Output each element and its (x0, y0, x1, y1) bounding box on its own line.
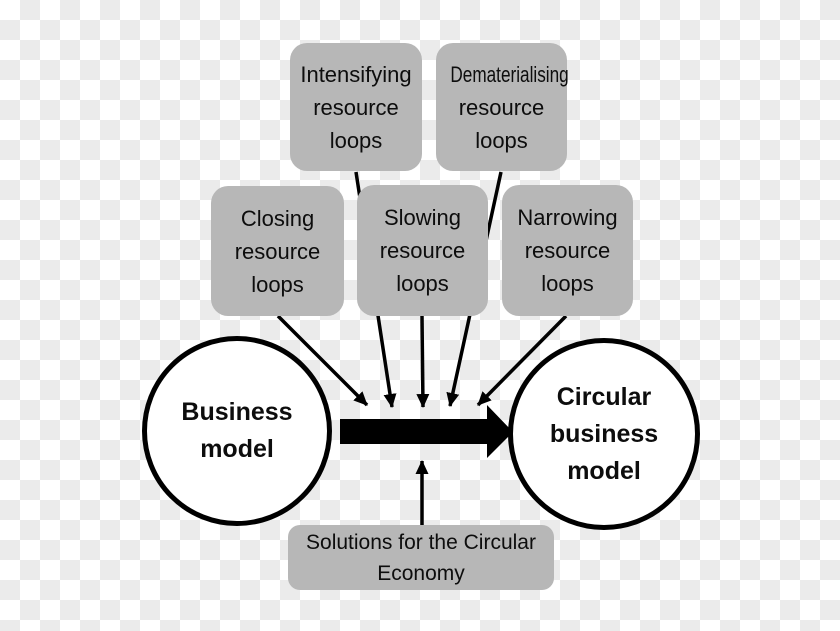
box-label-line: Slowing (383, 205, 462, 230)
box-closing-resource-loops: Closing resource loops (211, 186, 344, 316)
circular-business-model-circle: Circular business model (508, 338, 700, 530)
business-model-circle: Business model (142, 336, 332, 526)
box-narrowing-resource-loops: Narrowing resource loops (502, 185, 633, 316)
box-label-line: resource (379, 238, 466, 263)
circle-label-line: business (549, 419, 659, 448)
box-slowing-resource-loops: Slowing resource loops (357, 185, 488, 316)
box-label-line: loops (396, 271, 449, 296)
solutions-label-line: Solutions for the Circular (306, 530, 536, 554)
circle-label-line: Circular (556, 382, 652, 411)
circle-label-line: model (200, 435, 274, 463)
box-label-line: loops (329, 127, 383, 153)
box-label-line: resource (313, 94, 399, 120)
circle-label-line: Business (181, 398, 293, 426)
box-label-line: Narrowing (517, 205, 618, 230)
box-label-line: loops (475, 127, 528, 153)
transition-arrow (340, 405, 513, 458)
arrow-slowing-to-transition (416, 315, 430, 408)
box-label-line: resource (458, 94, 545, 120)
box-label-line: loops (541, 271, 594, 296)
arrow-narrowing-to-transition (476, 314, 568, 407)
box-label-line: resource (234, 238, 321, 264)
box-dematerialising-resource-loops: Dematerialising resource loops (436, 43, 569, 171)
solutions-label-line: Economy (377, 561, 465, 585)
box-solutions-for-circular-economy: Solutions for the Circular Economy (288, 525, 554, 590)
box-label-line: Dematerialising (450, 61, 569, 87)
box-intensifying-resource-loops: Intensifying resource loops (290, 43, 422, 171)
box-label-line: loops (251, 271, 304, 297)
box-label-line: Intensifying (300, 61, 412, 87)
box-label-line: Closing (240, 205, 315, 231)
box-label-line: resource (524, 238, 611, 263)
circle-label-line: model (567, 456, 641, 485)
arrow-closing-to-transition (276, 314, 369, 407)
